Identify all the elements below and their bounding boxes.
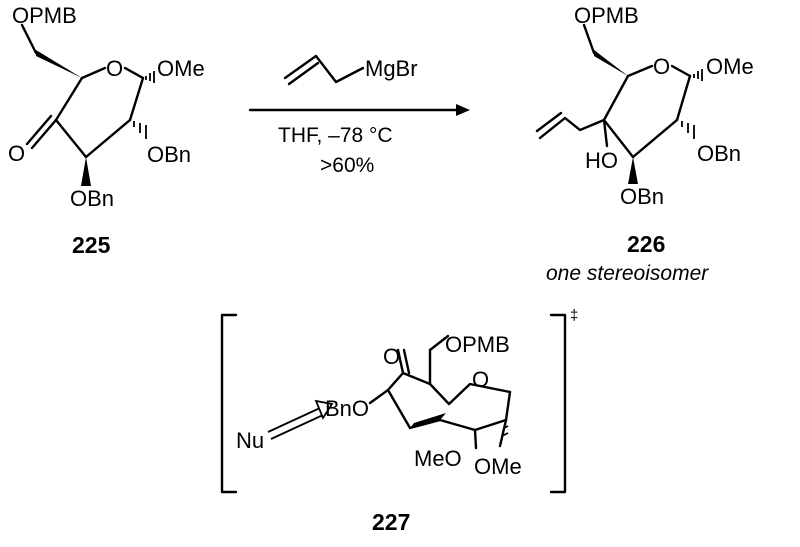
substituent-label: OBn bbox=[70, 186, 114, 211]
hydroxyl-label: HO bbox=[585, 148, 618, 173]
wedge-bond bbox=[36, 50, 82, 78]
arrowhead bbox=[456, 104, 470, 116]
reaction-arrow-block: MgBr THF, –78 °C >60% bbox=[248, 54, 470, 177]
carbonyl-oxygen-label: O bbox=[8, 141, 25, 166]
substituent-label: OPMB bbox=[574, 3, 639, 28]
hashed-bond bbox=[681, 121, 695, 139]
compound-number: 227 bbox=[372, 509, 410, 535]
substituent-label: OMe bbox=[706, 54, 754, 79]
substituent-label: MeO bbox=[414, 446, 462, 471]
conditions-label: THF, –78 °C bbox=[278, 124, 393, 147]
substituent-label: BnO bbox=[325, 396, 369, 421]
stereo-note: one stereoisomer bbox=[546, 262, 709, 285]
ring-oxygen-label: O bbox=[472, 367, 489, 392]
wedge-bond bbox=[594, 50, 628, 76]
ring-oxygen-label: O bbox=[653, 54, 670, 79]
substituent-label: OMe bbox=[474, 454, 522, 479]
substituent-label: OPMB bbox=[445, 332, 510, 357]
substituent-label: OPMB bbox=[12, 3, 77, 28]
substituent-label: OBn bbox=[697, 141, 741, 166]
substituent-label: OMe bbox=[157, 56, 205, 81]
reagent-label: MgBr bbox=[365, 56, 418, 81]
transition-state-dagger: ‡ bbox=[570, 307, 578, 324]
wedge-bond bbox=[628, 157, 638, 184]
carbonyl-oxygen-label: O bbox=[383, 344, 400, 369]
nucleophile-label: Nu bbox=[236, 428, 264, 453]
compound-225: OPMB O OMe O OBn OBn 225 bbox=[8, 3, 205, 258]
hashed-bond bbox=[133, 121, 147, 139]
substituent-label: OBn bbox=[147, 142, 191, 167]
hashed-bond bbox=[501, 425, 509, 437]
ring-oxygen-label: O bbox=[106, 56, 123, 81]
compound-number: 225 bbox=[72, 232, 111, 258]
nucleophile-approach-arrow bbox=[267, 399, 334, 440]
compound-226: OPMB O OMe HO OBn OBn 226 one stereoisom… bbox=[535, 3, 754, 285]
yield-label: >60% bbox=[320, 154, 374, 177]
compound-227: ‡ OPMB O O BnO bbox=[220, 307, 578, 535]
substituent-label: OBn bbox=[620, 184, 664, 209]
hashed-bond bbox=[693, 69, 703, 81]
bold-bond bbox=[410, 413, 446, 428]
right-bracket bbox=[549, 313, 567, 494]
wedge-bond bbox=[81, 157, 91, 186]
compound-number: 226 bbox=[627, 231, 665, 257]
hashed-bond bbox=[145, 71, 155, 83]
left-bracket bbox=[220, 313, 238, 494]
